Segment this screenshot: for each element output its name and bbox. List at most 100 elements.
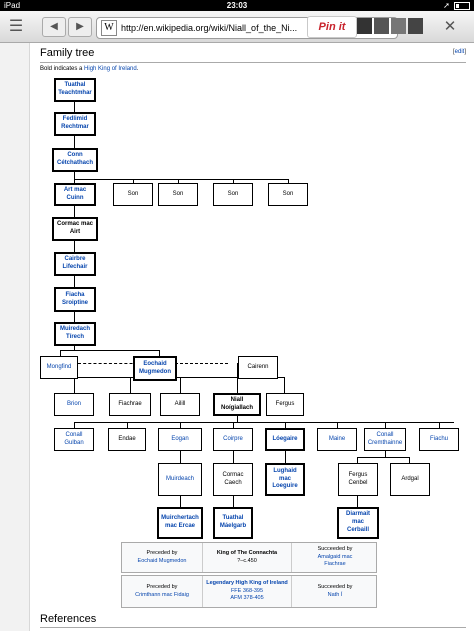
pin-it-button[interactable]: Pin it (307, 16, 357, 38)
person-son: Son (158, 183, 198, 206)
tree-connector (285, 422, 286, 428)
succession-title-link[interactable]: Legendary High King of Ireland (206, 580, 288, 587)
status-bar: iPad 23:03 ➚ (0, 0, 474, 11)
title-cell: King of The Connachta?–c.450 (202, 543, 292, 572)
edit-link[interactable]: edit (454, 49, 465, 55)
person-conall-gulban[interactable]: Conall Gulban (54, 428, 94, 451)
extension-thumbnail-icon[interactable] (391, 18, 406, 34)
succession-dates-ffe[interactable]: FFE 368-395 (230, 587, 264, 594)
extension-thumbnail-icon[interactable] (374, 18, 389, 34)
tree-connector (237, 377, 238, 393)
person-art-mac-cuinn[interactable]: Art mac Cuinn (54, 183, 96, 206)
extension-thumbnail-icon[interactable] (408, 18, 423, 34)
succession-dates-afm[interactable]: AFM 378-405 (230, 595, 264, 602)
tree-connector (285, 451, 286, 463)
tree-connector (74, 422, 75, 428)
extension-thumbnail-icon[interactable] (357, 18, 372, 34)
tree-connector (439, 422, 440, 428)
tree-connector (74, 136, 75, 148)
tree-connector (159, 350, 160, 356)
tree-connector (74, 172, 75, 183)
person-tuathal-teachtmhar[interactable]: Tuathal Teachtmhar (54, 78, 96, 102)
article-content: Family tree [edit] Bold indicates a High… (30, 43, 474, 631)
heading-rule (40, 62, 466, 63)
person-muiredach[interactable]: Muirdeach (158, 463, 202, 496)
succession-dates: ?–c.450 (237, 557, 257, 564)
person-lughaid-mac-loeguire[interactable]: Lughaid mac Loeguire (265, 463, 305, 496)
tree-connector (60, 350, 160, 351)
tree-connector (237, 363, 238, 377)
person-mongfind[interactable]: Mongfind (40, 356, 78, 379)
tree-connector (127, 422, 128, 428)
tree-connector (74, 102, 75, 112)
person-eogan[interactable]: Eogan (158, 428, 202, 451)
tree-connector (74, 276, 75, 287)
tree-connector (237, 416, 238, 422)
preceded-link[interactable]: Crimthann mac Fidaig (135, 591, 189, 598)
note-suffix: . (136, 66, 139, 72)
person-maine[interactable]: Maine (317, 428, 357, 451)
preceded-label: Preceded by (146, 550, 178, 557)
person-muiredach-tirech[interactable]: Muiredach Tírech (54, 322, 96, 346)
person-fergus-cerbel: Fergus Cenbel (338, 463, 378, 496)
tree-connector (284, 377, 285, 393)
person-diarmait-mac-cerbaill[interactable]: Diarmait mac Cerbaill (337, 507, 379, 539)
preceded-link[interactable]: Eochaid Mugmedon (137, 557, 187, 564)
battery-indicator: ➚ (443, 0, 470, 11)
person-muirchertach-mac-ercae[interactable]: Muirchertach mac Ercae (157, 507, 203, 539)
tree-connector (233, 451, 234, 463)
person-fiacha-sroiptine[interactable]: Fiacha Sroiptine (54, 287, 96, 312)
person-fedlimid-rechtmar[interactable]: Fedlimid Rechtmar (54, 112, 96, 136)
person-ailill: Ailill (160, 393, 200, 416)
tree-connector (357, 457, 409, 458)
tree-connector (74, 422, 454, 423)
tree-connector (357, 457, 358, 463)
person-loegaire[interactable]: Lóegaire (265, 428, 305, 451)
back-button[interactable]: ◀ (42, 17, 66, 37)
person-son: Son (213, 183, 253, 206)
person-conall-cremthainne[interactable]: Conall Cremthainne (364, 428, 406, 451)
person-endae: Endae (108, 428, 146, 451)
tree-connector (74, 346, 75, 350)
menu-icon[interactable]: ☰ (8, 18, 24, 35)
person-coirpre[interactable]: Coirpre (213, 428, 253, 451)
left-sidebar (0, 43, 30, 631)
tree-connector (180, 422, 181, 428)
tree-connector (385, 422, 386, 428)
marriage-dash (170, 363, 228, 364)
forward-button[interactable]: ▶ (68, 17, 92, 37)
person-brion[interactable]: Brion (54, 393, 94, 416)
references-heading: References (40, 613, 97, 625)
succeeded-link[interactable]: Amalgaid mac Fiachrae (317, 553, 353, 568)
close-icon[interactable]: ✕ (443, 18, 457, 35)
person-son: Son (113, 183, 153, 206)
person-fiachu[interactable]: Fiachu (419, 428, 459, 451)
note-text: Bold indicates a (40, 66, 85, 72)
tree-connector (409, 457, 410, 463)
person-tuathal-maelgarb[interactable]: Tuathal Máelgarb (213, 507, 253, 539)
person-fergus: Fergus (266, 393, 304, 416)
tree-connector (74, 241, 75, 252)
person-fiachrae: Fiachrae (109, 393, 151, 416)
person-eochaid-mugmedon[interactable]: Eochaid Mugmedon (133, 356, 177, 381)
tree-connector (74, 377, 284, 378)
tree-connector (180, 451, 181, 463)
succeeded-label: Succeeded by (317, 584, 353, 591)
tree-connector (130, 377, 131, 393)
high-king-link[interactable]: High King of Ireland (84, 66, 137, 72)
succeeded-link[interactable]: Nath Í (327, 591, 343, 598)
person-cairbre-lifechair[interactable]: Cairbre Lifechair (54, 252, 96, 276)
person-conn-cetchathach[interactable]: Conn Cétchathach (52, 148, 98, 172)
tree-connector (74, 206, 75, 217)
tree-connector (180, 496, 181, 507)
wikipedia-favicon-icon: W (101, 20, 117, 36)
person-cormac-mac-airt[interactable]: Cormac mac Airt (52, 217, 98, 241)
marriage-dash (78, 363, 148, 364)
edit-link-wrapper: [edit] (453, 49, 466, 55)
tree-connector (385, 451, 386, 457)
